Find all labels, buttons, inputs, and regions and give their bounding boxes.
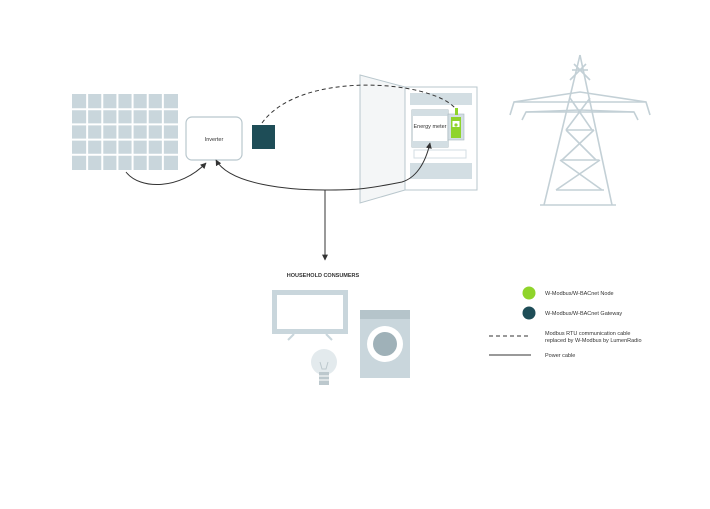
distribution-cabinet: Energy meter [359,74,478,204]
node-device [447,108,465,141]
wireless-link [261,84,456,124]
tv-icon [272,290,348,341]
energy-meter-label: Energy meter [413,124,446,130]
legend: W-Modbus/W-BACnet Node W-Modbus/W-BACnet… [489,286,642,359]
legend-comm-cable-line1: Modbus RTU communication cable [545,331,631,337]
consumers-title: HOUSEHOLD CONSUMERS [287,273,360,279]
legend-gateway-label: W-Modbus/W-BACnet Gateway [545,311,622,317]
legend-comm-cable-line2: replaced by W-Modbus by LumenRadio [545,338,642,344]
power-tower [509,54,651,206]
gateway-box [252,125,275,149]
inverter: Inverter [185,116,243,161]
legend-node-swatch [522,286,536,300]
inverter-label: Inverter [205,137,224,143]
legend-gateway-swatch [522,306,536,320]
cabinet-door [359,74,406,204]
solar-panel [72,94,178,170]
power-cables [125,142,432,261]
washing-machine-icon [360,310,410,378]
legend-node-label: W-Modbus/W-BACnet Node [545,291,614,297]
light-bulb-icon [311,349,337,385]
legend-power-cable-label: Power cable [545,353,575,359]
